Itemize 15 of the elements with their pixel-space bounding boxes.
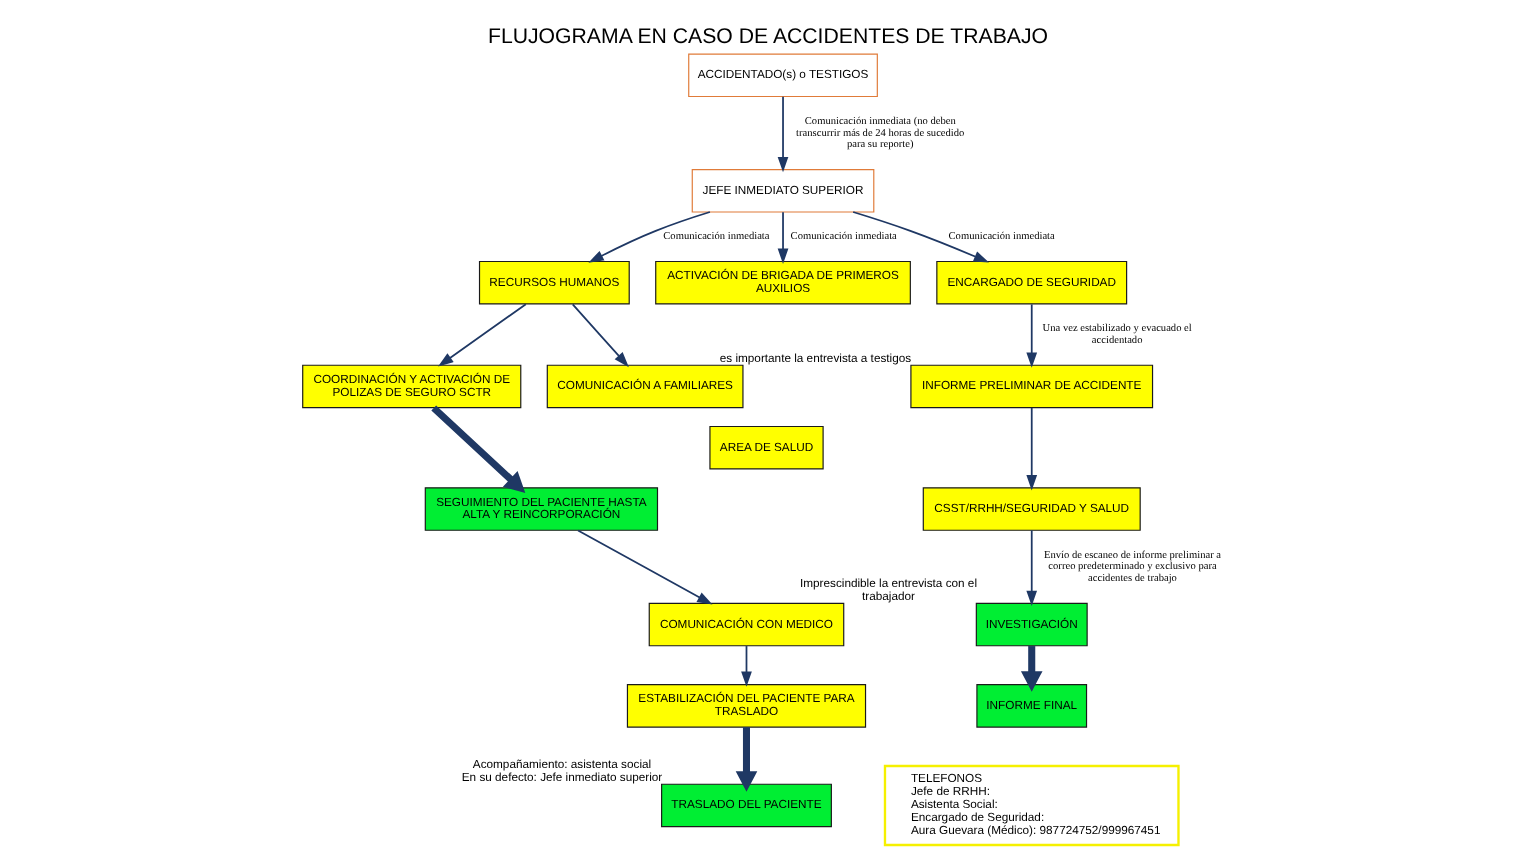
arrow	[1026, 407, 1038, 491]
arrow	[1026, 529, 1038, 606]
arrow	[735, 727, 758, 792]
arrow	[577, 529, 713, 605]
arrow	[431, 405, 526, 493]
arrow	[1020, 646, 1043, 692]
arrow	[777, 211, 789, 264]
arrow	[741, 645, 752, 687]
arrow	[852, 211, 990, 263]
diagram-title: FLUJOGRAMA EN CASO DE ACCIDENTES DE TRABAJO	[487, 24, 1049, 49]
arrow	[777, 95, 789, 173]
arrow	[1026, 303, 1038, 368]
arrow	[588, 211, 711, 263]
arrow	[438, 303, 527, 367]
arrow	[571, 303, 629, 368]
